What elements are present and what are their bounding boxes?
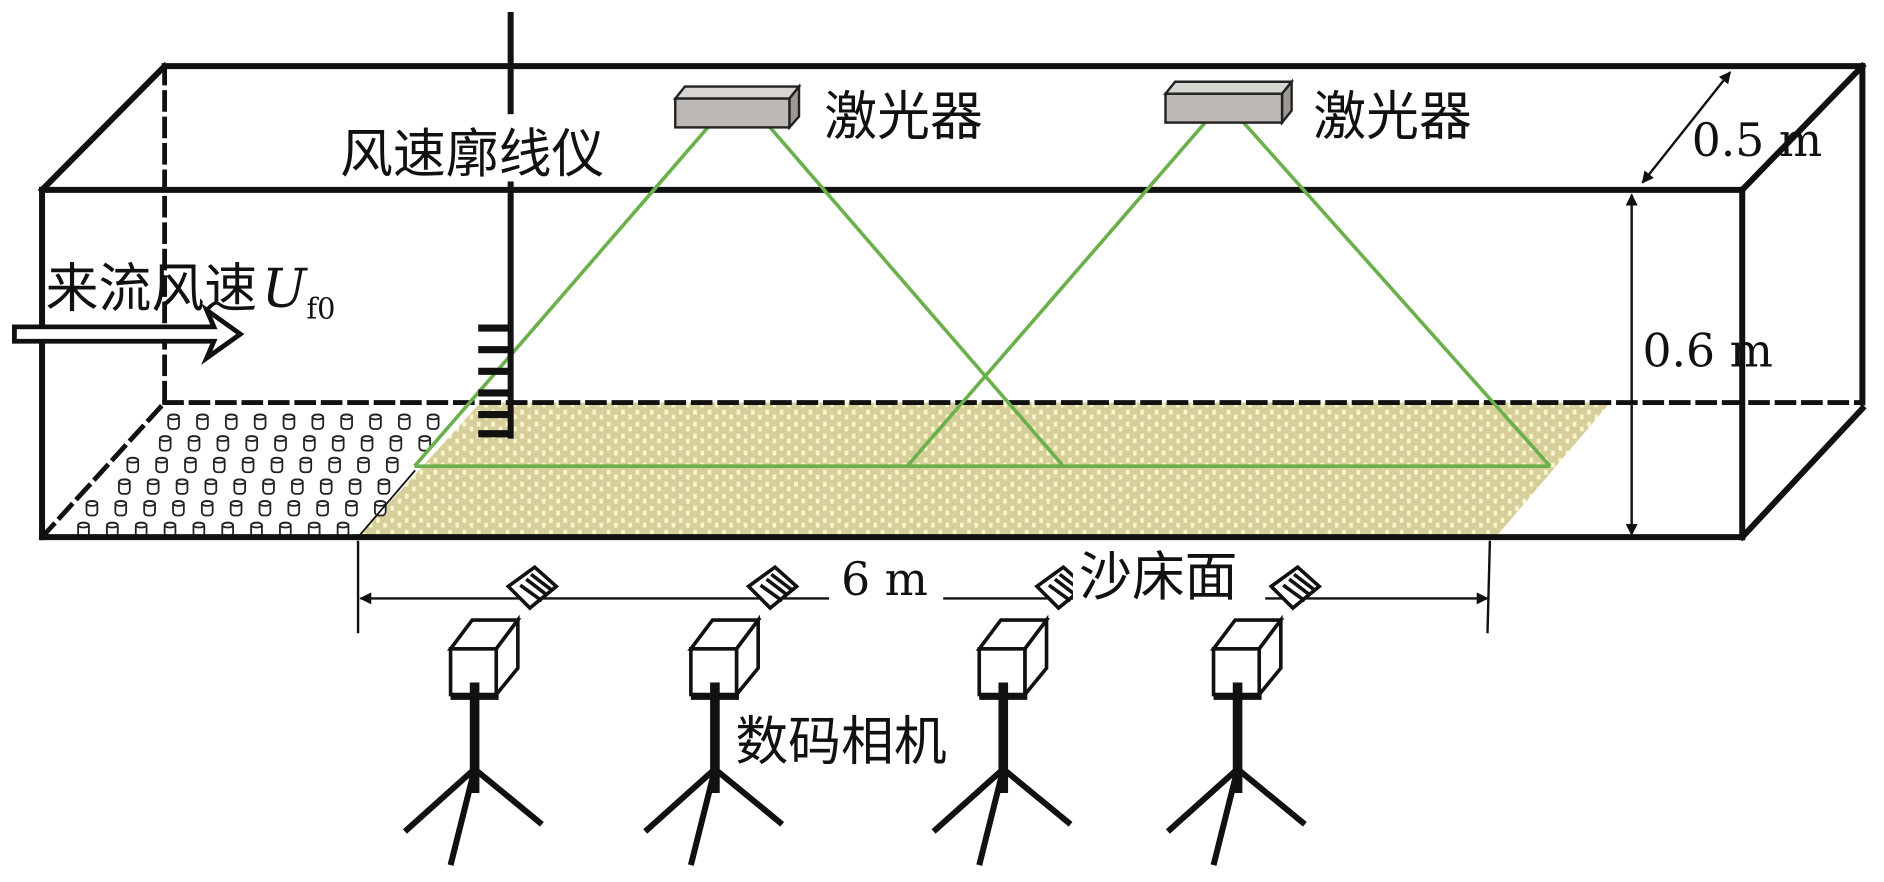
- roughness-element: [279, 521, 292, 539]
- roughness-element: [229, 500, 243, 517]
- laser-label-1: 激光器: [824, 87, 983, 148]
- roughness-element: [85, 500, 99, 517]
- roughness-element: [373, 500, 387, 517]
- roughness-element: [340, 413, 353, 430]
- digital-camera: [643, 564, 800, 866]
- roughness-element: [303, 435, 316, 452]
- roughness-element: [118, 478, 131, 495]
- roughness-element: [155, 456, 168, 474]
- roughness-element: [200, 500, 214, 517]
- digital-camera: [1165, 564, 1323, 866]
- wind-tunnel-frame: [37, 61, 1867, 542]
- roughness-element: [192, 521, 206, 539]
- digital-camera: [402, 564, 560, 866]
- roughness-element: [184, 456, 197, 474]
- roughness-element: [426, 413, 440, 430]
- roughness-element: [262, 478, 275, 495]
- camera-label: 数码相机: [735, 711, 946, 772]
- roughness-element: [158, 435, 172, 452]
- roughness-element: [418, 435, 432, 452]
- roughness-element: [389, 435, 403, 452]
- roughness-element: [134, 521, 148, 539]
- roughness-element: [196, 413, 209, 430]
- roughness-element: [126, 456, 140, 474]
- roughness-element: [114, 500, 128, 517]
- roughness-element: [282, 413, 296, 430]
- digital-camera: [931, 564, 1088, 866]
- roughness-element: [233, 478, 247, 495]
- cameras: [402, 564, 1323, 866]
- laser-device-2: [1162, 78, 1295, 127]
- laser-device-1: [672, 83, 802, 131]
- roughness-element: [311, 413, 325, 430]
- roughness-element: [299, 456, 313, 474]
- roughness-elements: [77, 413, 440, 539]
- roughness-element: [377, 478, 391, 495]
- roughness-element: [212, 456, 226, 474]
- roughness-element: [143, 500, 156, 517]
- roughness-element: [360, 435, 374, 452]
- roughness-element: [291, 478, 304, 495]
- roughness-element: [167, 413, 180, 430]
- height-dimension-label: 0.6 m: [1642, 325, 1772, 378]
- roughness-element: [77, 521, 90, 539]
- anemometer-label: 风速廓线仪: [340, 124, 604, 185]
- roughness-element: [319, 478, 333, 495]
- roughness-element: [245, 435, 259, 452]
- roughness-element: [287, 500, 301, 517]
- roughness-element: [348, 478, 362, 495]
- roughness-element: [345, 500, 358, 517]
- roughness-element: [204, 478, 218, 495]
- roughness-element: [175, 478, 189, 495]
- roughness-element: [163, 521, 177, 539]
- roughness-element: [258, 500, 272, 517]
- laser-label-2: 激光器: [1313, 87, 1472, 148]
- laser-beams: [413, 121, 1552, 469]
- roughness-element: [274, 435, 287, 452]
- roughness-element: [328, 456, 341, 474]
- roughness-element: [369, 413, 382, 430]
- roughness-element: [398, 413, 411, 430]
- roughness-element: [270, 456, 284, 474]
- roughness-element: [385, 456, 399, 474]
- anemometer-mast: [478, 12, 514, 439]
- roughness-element: [331, 435, 345, 452]
- roughness-element: [106, 521, 119, 539]
- roughness-element: [187, 435, 201, 452]
- roughness-element: [224, 413, 238, 430]
- roughness-element: [357, 456, 370, 474]
- length-dimension-label: 6 m: [841, 553, 928, 606]
- roughness-element: [172, 500, 185, 517]
- sand-bed-label: 沙床面: [1079, 547, 1238, 608]
- roughness-element: [316, 500, 329, 517]
- width-dimension-label: 0.5 m: [1692, 114, 1822, 167]
- roughness-element: [216, 435, 230, 452]
- sand-bed: [358, 402, 1611, 538]
- inflow-arrow: [12, 303, 245, 366]
- roughness-element: [146, 478, 160, 495]
- roughness-element: [241, 456, 255, 474]
- roughness-element: [253, 413, 267, 430]
